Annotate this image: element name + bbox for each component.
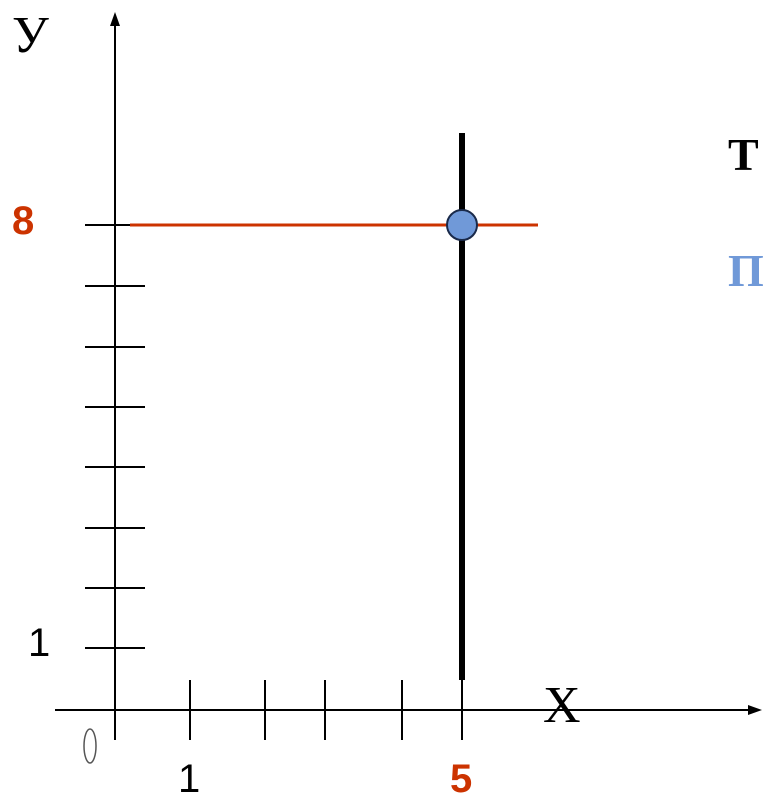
side-text-line1: Т [728, 129, 759, 180]
x-axis-arrow-icon [748, 705, 762, 715]
x-ticks [189, 680, 463, 740]
y-axis-arrow-icon [110, 12, 120, 26]
y-axis-label: У [12, 7, 49, 64]
y-tick-label-1: 1 [28, 621, 50, 665]
point-y-label: 8 [12, 199, 34, 243]
point-x-label: 5 [450, 757, 472, 796]
intersection-point [446, 209, 478, 241]
x-axis-label: X [543, 677, 581, 734]
side-text-line2: П [728, 245, 763, 296]
y-ticks [85, 224, 145, 649]
origin-zero-mark [83, 728, 97, 764]
x-tick-label-1: 1 [178, 757, 200, 796]
